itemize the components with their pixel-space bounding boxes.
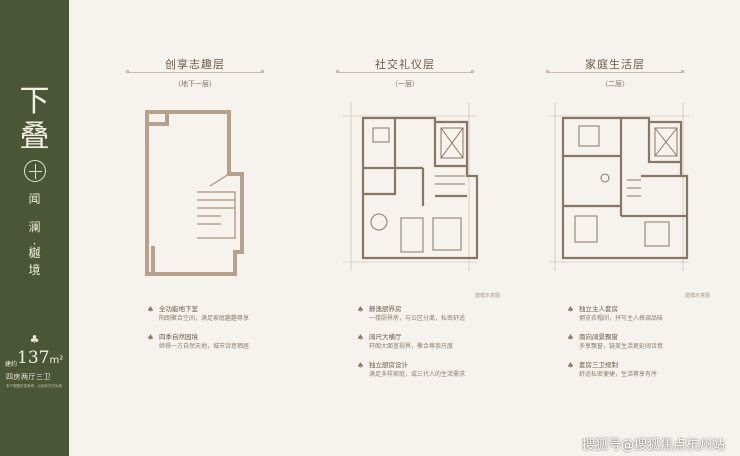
emblem-icon	[24, 160, 46, 182]
project-name-char-1: 闻	[28, 192, 41, 206]
floor-plan-basement	[125, 96, 275, 296]
divider-dot	[261, 70, 264, 73]
feature-title: 独立主人套房	[579, 305, 618, 313]
panel-title: 社交礼仪层	[375, 58, 435, 71]
feature-title: 全功能地下室	[159, 305, 198, 313]
feature-item: ♠ 独立厨房设计 满足多样家庭，或三代人的生活需求	[356, 361, 496, 379]
sidebar-title-bottom: 叠	[19, 119, 50, 154]
feature-title: 南向阔景飘窗	[579, 333, 618, 341]
divider-dot	[546, 70, 549, 73]
floor-plan-drawing	[145, 110, 244, 276]
leaf-icon: ♠	[356, 361, 365, 370]
feature-list: ♠ 独立主人套房 拥览衣帽间，抒写主人格调品味 ♠ 南向阔景飘窗 多享飘窗，链美…	[566, 305, 706, 389]
feature-item: ♠ 阔尺大横厅 轩朗大面宽视界，聚合尊崇尺度	[356, 333, 496, 351]
feature-desc: 轩朗大面宽视界，聚合尊崇尺度	[369, 343, 454, 350]
sample-note: 建模示意图	[684, 293, 710, 299]
floor-plan-drawing	[549, 102, 689, 271]
divider-dot	[336, 70, 339, 73]
panel-title: 家庭生活层	[585, 58, 645, 71]
feature-title: 静逸厨界房	[369, 305, 402, 313]
feature-item: ♠ 套房三卫规制 舒适私密便捷，生活尊享有序	[566, 361, 706, 379]
feature-title: 四季自然园境	[159, 333, 198, 341]
floor-plan-drawing	[343, 102, 479, 271]
feature-desc: 舒适私密便捷，生活尊享有序	[579, 371, 658, 378]
divider-dot	[471, 70, 474, 73]
leaf-icon: ♠	[566, 305, 575, 314]
leaf-icon: ♠	[566, 361, 575, 370]
source-watermark: 搜狐号@搜狐焦点杭州站	[582, 438, 726, 453]
feature-desc: 满足多样家庭，或三代人的生活需求	[369, 371, 466, 378]
feature-desc: 缔得一方自然天地，城市诗意栖居	[159, 343, 250, 350]
leaf-icon: ♠	[146, 333, 155, 342]
feature-title: 套房三卫规制	[579, 361, 618, 369]
room-layout: 四房两厅三卫	[6, 373, 51, 381]
floor-plan-first	[335, 96, 485, 296]
area-number: 137	[17, 348, 50, 368]
title-divider	[548, 72, 682, 73]
area-prefix: 建约	[5, 361, 18, 368]
floor-panel-basement: 创享志趣层 （地下一层） ♠ 全功能地下室 阳朗聚合空间，满足家庭趣趣尊享 ♠ …	[100, 0, 290, 456]
leaf-icon: ♠	[146, 305, 155, 314]
project-name-dot: ·	[32, 237, 37, 251]
floor-plan-second	[545, 96, 695, 296]
feature-item: ♠ 静逸厨界房 一楼厨界房，与公区分离，私密舒适	[356, 305, 496, 323]
sidebar: 下 叠 闻 澜 · 樾 境 ♣ 建约137m² 四房两厅三卫 本户型图仅供参考，…	[0, 0, 69, 456]
sidebar-title-top: 下	[19, 84, 50, 119]
divider-dot	[126, 70, 129, 73]
flower-icon: ♣	[29, 333, 40, 346]
feature-desc: 拥览衣帽间，抒写主人格调品味	[579, 315, 664, 322]
floor-panel-second: 家庭生活层 （二层） 建模示意图 ♠ 独立主	[520, 0, 710, 456]
leaf-icon: ♠	[566, 333, 575, 342]
title-divider	[128, 72, 262, 73]
feature-item: ♠ 四季自然园境 缔得一方自然天地，城市诗意栖居	[146, 333, 286, 351]
area-unit: m²	[49, 355, 64, 366]
floor-label: （一层）	[391, 80, 419, 88]
feature-desc: 一楼厨界房，与公区分离，私密舒适	[369, 315, 466, 322]
floor-panel-first: 社交礼仪层 （一层） 建模示意图 ♠	[310, 0, 500, 456]
area-label: 建约137m²	[5, 348, 63, 368]
disclaimer-note: 本户型图仅供参考，以实际交付为准	[6, 384, 62, 388]
feature-list: ♠ 全功能地下室 阳朗聚合空间，满足家庭趣趣尊享 ♠ 四季自然园境 缔得一方自然…	[146, 305, 286, 361]
feature-desc: 阳朗聚合空间，满足家庭趣趣尊享	[159, 315, 250, 322]
sample-note: 建模示意图	[474, 293, 500, 299]
feature-item: ♠ 南向阔景飘窗 多享飘窗，链美生活更延阔诗意	[566, 333, 706, 351]
project-name-char-4: 境	[28, 263, 41, 277]
panel-title: 创享志趣层	[165, 58, 225, 71]
feature-list: ♠ 静逸厨界房 一楼厨界房，与公区分离，私密舒适 ♠ 阔尺大横厅 轩朗大面宽视界…	[356, 305, 496, 389]
feature-desc: 多享飘窗，链美生活更延阔诗意	[579, 343, 664, 350]
floor-label: （地下一层）	[174, 80, 216, 88]
project-name-char-3: 樾	[28, 246, 41, 260]
title-divider	[338, 72, 472, 73]
floor-label: （二层）	[601, 80, 629, 88]
project-name-char-2: 澜	[28, 220, 41, 234]
leaf-icon: ♠	[356, 333, 365, 342]
divider-dot	[681, 70, 684, 73]
feature-title: 阔尺大横厅	[369, 333, 402, 341]
feature-item: ♠ 全功能地下室 阳朗聚合空间，满足家庭趣趣尊享	[146, 305, 286, 323]
feature-item: ♠ 独立主人套房 拥览衣帽间，抒写主人格调品味	[566, 305, 706, 323]
leaf-icon: ♠	[356, 305, 365, 314]
feature-title: 独立厨房设计	[369, 361, 408, 369]
